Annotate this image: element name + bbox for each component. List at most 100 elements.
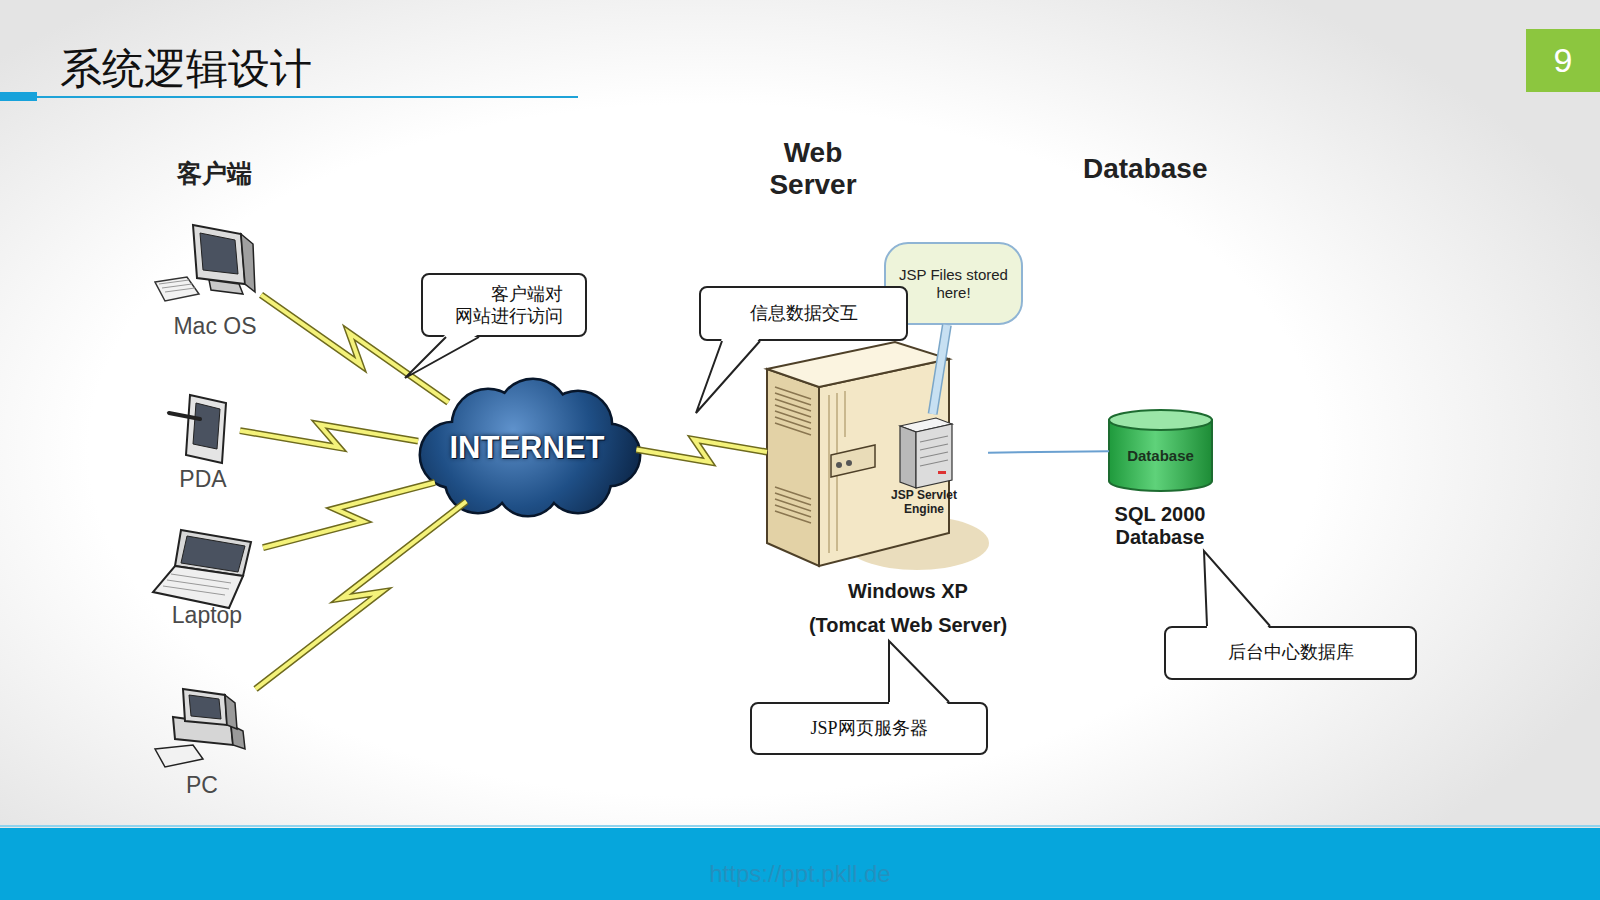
bolt-outline — [240, 424, 418, 447]
bolt-outline — [256, 501, 467, 689]
web-server-art — [775, 387, 811, 435]
slide-title: 系统逻辑设计 — [60, 44, 312, 94]
tail-fill — [889, 641, 949, 705]
client-device-art — [189, 695, 221, 719]
tail-outline — [405, 337, 479, 378]
title-underline — [37, 96, 578, 98]
callout-tail — [1204, 551, 1270, 629]
client-device: Mac OS — [153, 222, 261, 306]
bolt-outline — [636, 440, 767, 462]
servlet-engine-art — [938, 471, 946, 474]
client-device-art — [169, 413, 200, 419]
tail-outline — [889, 641, 949, 702]
client-device-art — [155, 277, 199, 301]
callout-tail — [696, 338, 760, 413]
pointer-fill — [933, 325, 947, 414]
lightning-link — [261, 295, 448, 402]
client-device-art — [153, 689, 267, 770]
client-device: Laptop — [151, 528, 263, 610]
servlet-engine-art — [920, 436, 948, 466]
client-device-art — [193, 225, 245, 284]
callout-text: JSP网页服务器 — [810, 718, 927, 740]
web-server-art — [831, 445, 875, 477]
client-device-art — [241, 234, 255, 292]
footer-line — [0, 825, 1600, 827]
column-heading: Web Server — [758, 137, 868, 201]
client-device-art — [209, 280, 243, 294]
tail-fill — [405, 334, 479, 378]
column-heading: 客户端 — [177, 158, 252, 188]
server-label: (Tomcat Web Server) — [770, 613, 1046, 637]
client-device-art — [181, 536, 245, 572]
callout-text: 后台中心数据库 — [1228, 642, 1354, 664]
link-line — [988, 451, 1109, 452]
bolt-outline — [261, 295, 448, 402]
callout-box: JSP网页服务器 — [750, 702, 988, 755]
note-pointer — [933, 325, 947, 414]
servlet-engine: JSP Servlet Engine — [880, 414, 968, 522]
tail-outline — [1204, 551, 1270, 626]
lightning-link — [636, 440, 767, 462]
callout-box: 后台中心数据库 — [1164, 626, 1417, 680]
callout-box: 信息数据交互 — [699, 286, 908, 341]
client-device-art — [225, 695, 237, 729]
web-server-art — [767, 342, 949, 387]
pointer-outline — [933, 325, 947, 414]
client-device-art — [200, 233, 238, 274]
footer-band — [0, 828, 1600, 900]
tail-fill — [1204, 551, 1270, 629]
bolt-fill — [256, 501, 467, 689]
database-cylinder-art — [1109, 410, 1212, 430]
client-device-art — [186, 395, 226, 463]
client-device-art — [153, 566, 243, 608]
client-device: PDA — [166, 391, 240, 466]
lightning-link — [240, 424, 418, 447]
database-label: SQL 2000 Database — [1100, 503, 1220, 549]
cloud-text: INTERNET — [450, 429, 605, 466]
callout-text: 客户端对 网站进行访问 — [433, 283, 563, 328]
tail-outline — [696, 341, 760, 413]
client-device-art — [193, 403, 220, 449]
engine-label: JSP Servlet Engine — [878, 489, 970, 517]
column-heading: Database — [1083, 152, 1208, 186]
device-label: PC — [137, 772, 267, 800]
client-device-art — [159, 280, 195, 292]
client-device-art — [153, 222, 261, 306]
internet-cloud: INTERNET — [413, 380, 641, 515]
web-server-art — [846, 460, 852, 466]
servlet-engine-art — [900, 426, 916, 488]
client-device-art — [155, 745, 203, 767]
web-server-art — [836, 462, 842, 468]
connector-line — [988, 451, 1109, 452]
device-label: PDA — [150, 466, 256, 494]
bolt-fill — [636, 440, 767, 462]
client-device-art — [163, 574, 231, 595]
bolt-fill — [263, 482, 435, 547]
lightning-link — [256, 501, 467, 689]
device-label: Mac OS — [148, 313, 282, 341]
server-label: Windows XP — [770, 579, 1046, 603]
bolt-fill — [261, 295, 448, 402]
client-device-art — [151, 528, 263, 610]
internet-cloud-art — [421, 380, 639, 515]
web-server-art — [767, 369, 819, 566]
web-server: Windows XP(Tomcat Web Server)JSP Servlet… — [767, 337, 988, 571]
watermark: https://ppt.pkll.de — [600, 860, 1000, 889]
client-device-art — [166, 391, 240, 466]
client-device-art — [183, 689, 227, 725]
web-server-art — [767, 337, 988, 571]
callout-tail — [889, 641, 949, 705]
title-accent — [0, 92, 37, 101]
internet-cloud-art — [421, 380, 639, 515]
page-number: 9 — [1526, 29, 1600, 92]
lightning-link — [263, 482, 435, 547]
tail-fill — [696, 338, 760, 413]
database-text: Database — [1127, 447, 1194, 465]
bolt-outline — [263, 482, 435, 547]
callout-tail — [405, 334, 479, 378]
client-device-art — [231, 725, 245, 749]
client-device: PC — [153, 689, 267, 770]
note-text: JSP Files stored here! — [898, 266, 1010, 302]
